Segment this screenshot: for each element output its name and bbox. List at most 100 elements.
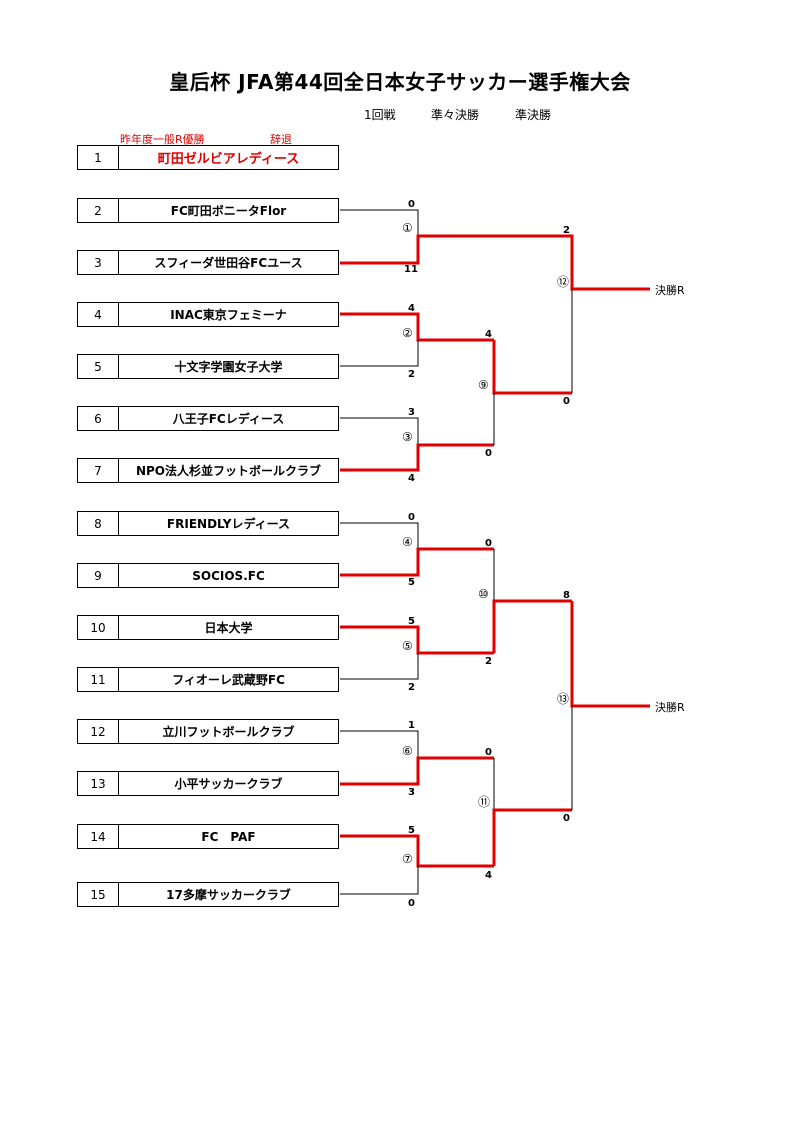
match-number: ⑤ (402, 639, 413, 653)
bracket-winner-line (492, 808, 572, 866)
team-name: 八王子FCレディース (172, 412, 285, 426)
team-row-8: 8 FRIENDLYレディース (77, 511, 339, 536)
team-row-13: 13 小平サッカークラブ (77, 771, 339, 796)
match-5: 5 2 ⑤ (340, 616, 494, 693)
bracket-loser-line (340, 522, 419, 549)
bracket-winner-line (340, 625, 494, 655)
round-label-semifinal: 準決勝 (515, 108, 552, 122)
score-top: 2 (563, 225, 570, 236)
team-name: 立川フットボールクラブ (162, 725, 295, 739)
team-name: フィオーレ武蔵野FC (172, 673, 285, 687)
score-bottom: 0 (563, 396, 570, 407)
team-number: 10 (78, 616, 119, 639)
team-name: INAC東京フェミーナ (170, 308, 287, 322)
team-name: 日本大学 (204, 621, 253, 635)
match-13: 8 0 ⑬ (557, 590, 650, 824)
bracket-winner-line (340, 756, 494, 786)
team-name: 町田ゼルビアレディース (157, 152, 300, 167)
bracket-winner-line (340, 547, 494, 577)
match-7: 5 0 ⑦ (340, 825, 494, 909)
score-bottom: 0 (563, 813, 570, 824)
bracket-loser-line (340, 653, 419, 680)
team-row-2: 2 FC町田ボニータFlor (77, 198, 339, 223)
score-bottom: 4 (485, 870, 492, 881)
score-bottom: 2 (408, 369, 415, 380)
team-row-10: 10 日本大学 (77, 615, 339, 640)
team-number: 13 (78, 772, 119, 795)
team-row-12: 12 立川フットボールクラブ (77, 719, 339, 744)
match-number: ④ (402, 535, 413, 549)
score-top: 0 (408, 199, 415, 210)
team-row-14: 14 FC PAF (77, 824, 339, 849)
match-number: ⑬ (557, 692, 569, 706)
team-number: 7 (78, 459, 119, 482)
team-number: 4 (78, 303, 119, 326)
team-number: 11 (78, 668, 119, 691)
round-label-quarterfinal: 準々決勝 (431, 108, 480, 122)
score-bottom: 4 (408, 473, 415, 484)
score-top: 4 (485, 329, 492, 340)
match-4: 0 5 ④ (340, 512, 494, 588)
page-title: 皇后杯 JFA第44回全日本女子サッカー選手権大会 (169, 70, 631, 94)
score-top: 8 (563, 590, 570, 601)
team-name: FC PAF (201, 830, 256, 844)
bracket-loser-line (340, 417, 419, 445)
team-number: 6 (78, 407, 119, 430)
match-number: ⑥ (402, 744, 413, 758)
team-row-5: 5 十文字学園女子大学 (77, 354, 339, 379)
team-number: 2 (78, 199, 119, 222)
score-top: 5 (408, 825, 415, 836)
team-number: 15 (78, 883, 119, 906)
score-top: 0 (408, 512, 415, 523)
match-1: 0 11 ① (340, 199, 494, 275)
bracket-winner-line (340, 443, 494, 472)
team-name: FRIENDLYレディース (166, 517, 291, 531)
match-number: ① (402, 221, 413, 235)
team-name: スフィーダ世田谷FCユース (154, 256, 303, 270)
bracket-loser-line (340, 730, 419, 758)
team-number: 3 (78, 251, 119, 274)
match-number: ⑫ (557, 275, 569, 289)
bracket-winner-line (492, 599, 572, 653)
team-name: 17多摩サッカークラブ (166, 888, 291, 902)
team-number: 5 (78, 355, 119, 378)
match-number: ⑨ (478, 378, 489, 392)
team-row-11: 11 フィオーレ武蔵野FC (77, 667, 339, 692)
team-row-15: 15 17多摩サッカークラブ (77, 882, 339, 907)
score-top: 0 (485, 538, 492, 549)
score-top: 1 (408, 720, 415, 731)
score-bottom: 5 (408, 577, 415, 588)
bracket-winner-line (570, 601, 650, 708)
match-number: ⑩ (478, 587, 489, 601)
score-bottom: 0 (408, 898, 415, 909)
match-number: ⑦ (402, 852, 413, 866)
team-row-7: 7 NPO法人杉並フットボールクラブ (77, 458, 339, 483)
score-top: 3 (408, 407, 415, 418)
match-number: ③ (402, 430, 413, 444)
round-label-first: 1回戦 (364, 108, 396, 122)
withdrawn-note: 辞退 (270, 133, 292, 146)
score-bottom: 11 (404, 264, 418, 275)
score-top: 5 (408, 616, 415, 627)
match-2: 4 2 ② (340, 303, 494, 380)
bracket-winner-line (492, 340, 572, 395)
team-row-3: 3 スフィーダ世田谷FCユース (77, 250, 339, 275)
score-bottom: 2 (485, 656, 492, 667)
team-name: NPO法人杉並フットボールクラブ (135, 464, 322, 478)
match-3: 3 4 ③ (340, 407, 494, 484)
bracket-winner-line (494, 234, 650, 291)
team-number: 12 (78, 720, 119, 743)
match-12: 2 0 ⑫ (494, 225, 650, 407)
bracket-winner-line (340, 834, 494, 868)
match-9: 4 0 ⑨ (478, 329, 572, 459)
bracket-loser-line (340, 209, 419, 236)
bracket-loser-line (340, 866, 419, 895)
team-number: 14 (78, 825, 119, 848)
team-row-4: 4 INAC東京フェミーナ (77, 302, 339, 327)
bracket-loser-line (340, 340, 419, 367)
team-name: 小平サッカークラブ (174, 777, 283, 791)
bracket-winner-line (340, 234, 494, 265)
score-bottom: 0 (485, 448, 492, 459)
team-name: 十文字学園女子大学 (174, 360, 283, 374)
score-top: 4 (408, 303, 415, 314)
